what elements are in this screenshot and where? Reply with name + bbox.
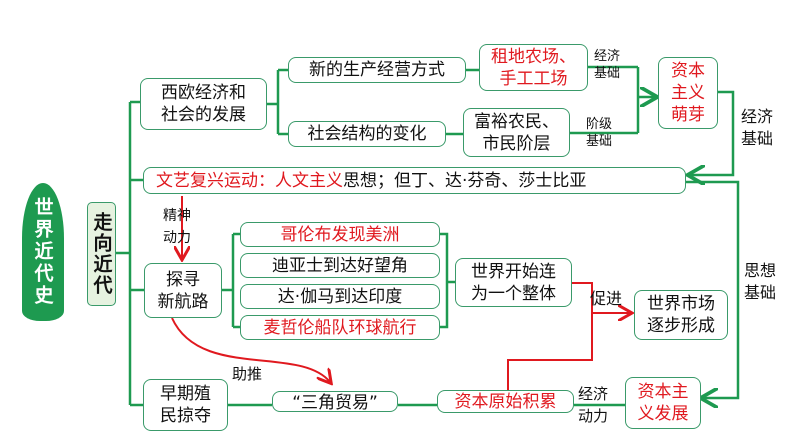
classes-node: 富裕农民、市民阶层: [463, 108, 570, 157]
label-econ-power: 经济动力: [578, 385, 609, 425]
label-thought-base: 思想基础: [744, 261, 777, 302]
triangle-trade-node: “三角贸易”: [272, 391, 398, 413]
farms-node: 租地农场、手工工场: [479, 44, 588, 91]
label-promote: 促进: [590, 289, 623, 308]
west-econ-node: 西欧经济和社会的发展: [140, 78, 267, 130]
root-node: 世界近代史: [22, 183, 64, 321]
label-spirit-power: 精神动力: [163, 208, 191, 246]
sprout-node: 资本主义萌芽: [658, 57, 718, 129]
world-whole-node: 世界开始连为一个整体: [455, 258, 572, 307]
voyage-columbus: 哥伦布发现美洲: [240, 222, 440, 247]
voyage-dias: 迪亚士到达好望角: [240, 253, 440, 278]
capitalism-dev-node: 资本主义发展: [625, 377, 701, 429]
voyage-gama: 达·伽马到达印度: [240, 284, 440, 309]
social-change-node: 社会结构的变化: [288, 121, 446, 147]
label-class-base: 阶级基础: [586, 117, 613, 149]
accumulation-node: 资本原始积累: [437, 390, 574, 413]
label-boost: 助推: [232, 365, 263, 383]
new-mode-node: 新的生产经营方式: [288, 57, 466, 83]
colonial-node: 早期殖民掠夺: [143, 379, 228, 431]
branch-node: 走向近代: [87, 202, 116, 306]
voyage-magellan: 麦哲伦船队环球航行: [240, 315, 440, 340]
label-econ-base-2: 经济基础: [741, 107, 774, 148]
explore-node: 探寻新航路: [144, 263, 222, 318]
world-market-node: 世界市场逐步形成: [634, 290, 728, 340]
renaissance-node: 文艺复兴运动：人文主义思想；但丁、达·芬奇、莎士比亚: [143, 167, 686, 194]
label-econ-base: 经济基础: [594, 49, 621, 81]
